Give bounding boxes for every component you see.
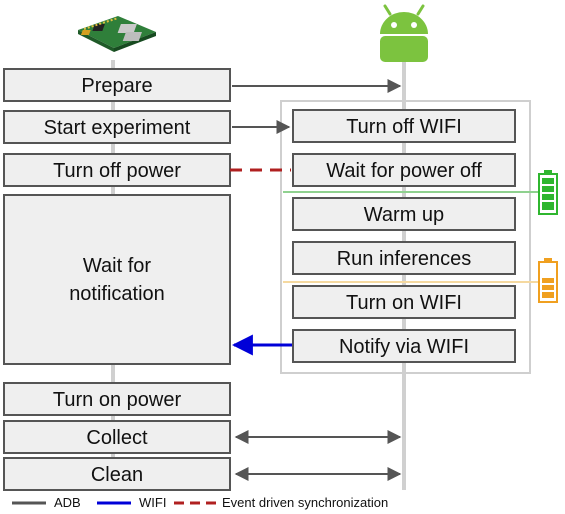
device-step-run-inferences: Run inferences — [292, 241, 516, 275]
host-step-turn-off-power: Turn off power — [3, 153, 231, 187]
host-step-prepare: Prepare — [3, 68, 231, 102]
raspberry-pi-board-icon — [78, 16, 156, 52]
step-label: Notify via WIFI — [339, 336, 469, 358]
device-step-wait-for-power-off: Wait for power off — [292, 153, 516, 187]
legend-event-sync-label: Event driven synchronization — [222, 495, 388, 510]
legend-adb-label: ADB — [54, 495, 81, 510]
device-step-turn-off-wifi: Turn off WIFI — [292, 109, 516, 143]
step-label: Turn off WIFI — [346, 116, 462, 138]
host-step-turn-on-power: Turn on power — [3, 382, 231, 416]
step-label: Collect — [86, 427, 148, 449]
step-label: Turn on power — [53, 389, 182, 411]
step-label: Start experiment — [44, 117, 191, 139]
device-step-warm-up: Warm up — [292, 197, 516, 231]
host-step-start-experiment: Start experiment — [3, 110, 231, 144]
battery-full-icon — [538, 170, 558, 215]
step-label-line1: Wait for — [83, 255, 151, 277]
step-label: Warm up — [364, 204, 444, 226]
step-label: Run inferences — [337, 248, 472, 270]
host-step-collect: Collect — [3, 420, 231, 454]
battery-half-icon — [538, 258, 558, 303]
device-step-notify-via-wifi: Notify via WIFI — [292, 329, 516, 363]
android-robot-icon — [380, 4, 428, 62]
step-label: Wait for power off — [326, 160, 482, 182]
step-label: Prepare — [81, 75, 152, 97]
step-label: Clean — [91, 464, 143, 486]
legend-wifi-label: WIFI — [139, 495, 166, 510]
device-step-turn-on-wifi: Turn on WIFI — [292, 285, 516, 319]
host-step-wait-for-notification: Wait for notification — [3, 194, 231, 365]
device-experiment-group — [280, 100, 531, 374]
step-label: Turn off power — [53, 160, 181, 182]
step-label-line2: notification — [69, 283, 165, 305]
host-step-clean: Clean — [3, 457, 231, 491]
legend: ADB WIFI Event driven synchronization — [12, 495, 388, 510]
step-label: Turn on WIFI — [346, 292, 462, 314]
